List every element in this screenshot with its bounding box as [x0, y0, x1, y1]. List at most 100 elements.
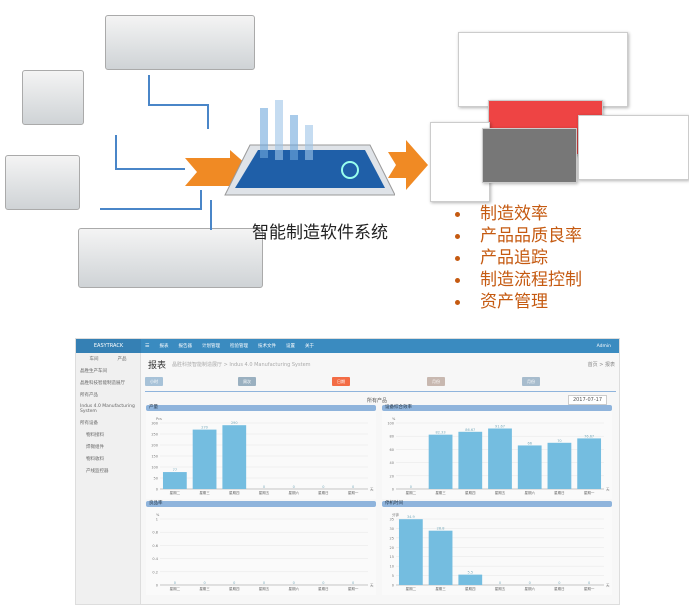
nav-reports[interactable]: 报表: [159, 344, 169, 349]
bar: [162, 472, 187, 489]
nav-reporter[interactable]: 报告器: [178, 344, 192, 349]
nav-plan[interactable]: 计划管理: [201, 344, 220, 349]
tablet-dashboard-image: [224, 100, 395, 196]
sidebar-item[interactable]: 晶胜科技智能制造展厅: [80, 381, 125, 386]
tab-product[interactable]: 产品: [117, 357, 127, 362]
injection-molding-machine-image: [78, 228, 263, 288]
x-tick-label: 星期日: [318, 586, 329, 591]
y-tick-label: 0.6: [152, 544, 158, 548]
y-tick-label: 1: [156, 518, 158, 522]
x-tick-label: 星期五: [495, 490, 506, 495]
x-tick-label: 星期二: [170, 586, 181, 591]
connector-arrow: [207, 104, 209, 129]
x-tick-label: 星期五: [495, 586, 506, 591]
data-label: 0: [410, 485, 412, 489]
y-tick-label: 100: [387, 422, 394, 426]
data-label: 0: [322, 485, 324, 489]
connector-arrow: [200, 190, 202, 210]
data-label: 66: [527, 441, 531, 445]
data-label: 0: [263, 581, 265, 585]
data-label: 91.67: [495, 424, 505, 428]
chart-title: 停机时间: [382, 501, 612, 507]
breadcrumb-right[interactable]: 首页 > 报表: [587, 362, 615, 368]
x-tick-label: 星期三: [199, 490, 210, 495]
x-tick-label: 星期三: [199, 586, 210, 591]
bar: [398, 519, 423, 585]
x-tick-label: 星期三: [435, 586, 446, 591]
data-label: 290: [231, 421, 238, 425]
sidebar-item[interactable]: 所有设备: [80, 421, 98, 426]
hour-button[interactable]: 小时: [145, 377, 163, 386]
data-label: 0: [588, 581, 590, 585]
y-tick-label: 300: [151, 422, 158, 426]
month-button[interactable]: 月份: [427, 377, 445, 386]
y-tick-label: 35: [390, 518, 394, 522]
menu-icon[interactable]: ☰: [145, 343, 150, 349]
feature-item: 制造流程控制: [455, 269, 582, 291]
feature-item: 制造效率: [455, 203, 582, 225]
sidebar-item[interactable]: 所有产品: [80, 393, 98, 398]
bar-chart: 020406080100%天0星期二82.33星期三86.67星期四91.67星…: [387, 417, 610, 495]
sidebar-item[interactable]: 物料收料: [86, 457, 104, 462]
connector-arrow: [100, 208, 200, 210]
tab-workshop[interactable]: 车间: [89, 357, 99, 362]
y-tick-label: 50: [154, 477, 158, 481]
x-axis-label: 天: [606, 488, 610, 492]
y-axis-label: Pcs: [156, 417, 162, 421]
connector-arrow: [148, 104, 208, 106]
report-screenshot-thumb: [458, 32, 628, 107]
x-tick-label: 星期一: [348, 490, 359, 495]
x-tick-label: 星期日: [554, 586, 565, 591]
x-tick-label: 星期六: [288, 586, 299, 591]
sidebar-item[interactable]: 焊锡组件: [86, 445, 104, 450]
user-menu[interactable]: Admin: [596, 343, 611, 349]
easytrack-app: EASYTRACK ☰ 报表 报告器 计划管理 检验管理 技术文件 设置 关于 …: [75, 338, 620, 605]
sidebar-item[interactable]: 产线监控器: [86, 469, 109, 474]
sidebar-item[interactable]: 晶胜生产车间: [80, 369, 107, 374]
chart-popup-thumb: [482, 128, 577, 183]
y-tick-label: 150: [151, 455, 158, 459]
feature-item: 产品品质良率: [455, 225, 582, 247]
connector-arrow: [148, 75, 150, 105]
bar-chart: 05101520253035分钟天34.9星期二28.8星期三5.5星期四0星期…: [390, 512, 610, 591]
data-label: 0: [293, 485, 295, 489]
x-tick-label: 星期一: [584, 586, 595, 591]
nav-settings[interactable]: 设置: [285, 344, 295, 349]
data-label: 70: [557, 439, 561, 443]
sidebar-item[interactable]: Indus 4.0 Manufacturing System: [80, 404, 135, 414]
nav-docs[interactable]: 技术文件: [257, 344, 276, 349]
y-tick-label: 0.2: [152, 570, 158, 574]
y-tick-label: 100: [151, 466, 158, 470]
x-tick-label: 星期四: [465, 586, 476, 591]
date-picker[interactable]: 2017-07-17: [567, 395, 607, 405]
x-tick-label: 星期五: [259, 586, 270, 591]
bar: [577, 438, 602, 489]
y-axis-label: 分钟: [392, 512, 400, 517]
x-axis-label: 天: [606, 584, 610, 588]
y-axis-label: %: [156, 513, 160, 517]
data-label: 270: [201, 426, 208, 430]
y-tick-label: 5: [392, 574, 394, 578]
x-tick-label: 星期四: [229, 490, 240, 495]
y-tick-label: 60: [390, 448, 394, 452]
nav-inspection[interactable]: 检验管理: [229, 344, 248, 349]
x-tick-label: 星期六: [524, 586, 535, 591]
day-button[interactable]: 日期: [332, 377, 350, 386]
bar: [192, 429, 217, 489]
dispenser-machine-image: [5, 155, 80, 210]
data-label: 82.33: [436, 431, 446, 435]
nav-about[interactable]: 关于: [304, 344, 314, 349]
dashboard-thumb: [430, 122, 490, 202]
breadcrumb: 晶胜科技智能制造展厅 > Indus 4.0 Manufacturing Sys…: [172, 362, 311, 368]
y-tick-label: 20: [390, 546, 394, 550]
week-button[interactable]: 周次: [238, 377, 256, 386]
year-button[interactable]: 月份: [522, 377, 540, 386]
y-tick-label: 0: [392, 488, 394, 492]
sidebar-item[interactable]: 物料接料: [86, 433, 104, 438]
data-label: 0: [293, 581, 295, 585]
data-label: 0: [352, 485, 354, 489]
x-tick-label: 星期一: [348, 586, 359, 591]
bar: [517, 445, 542, 489]
bar: [428, 530, 453, 585]
